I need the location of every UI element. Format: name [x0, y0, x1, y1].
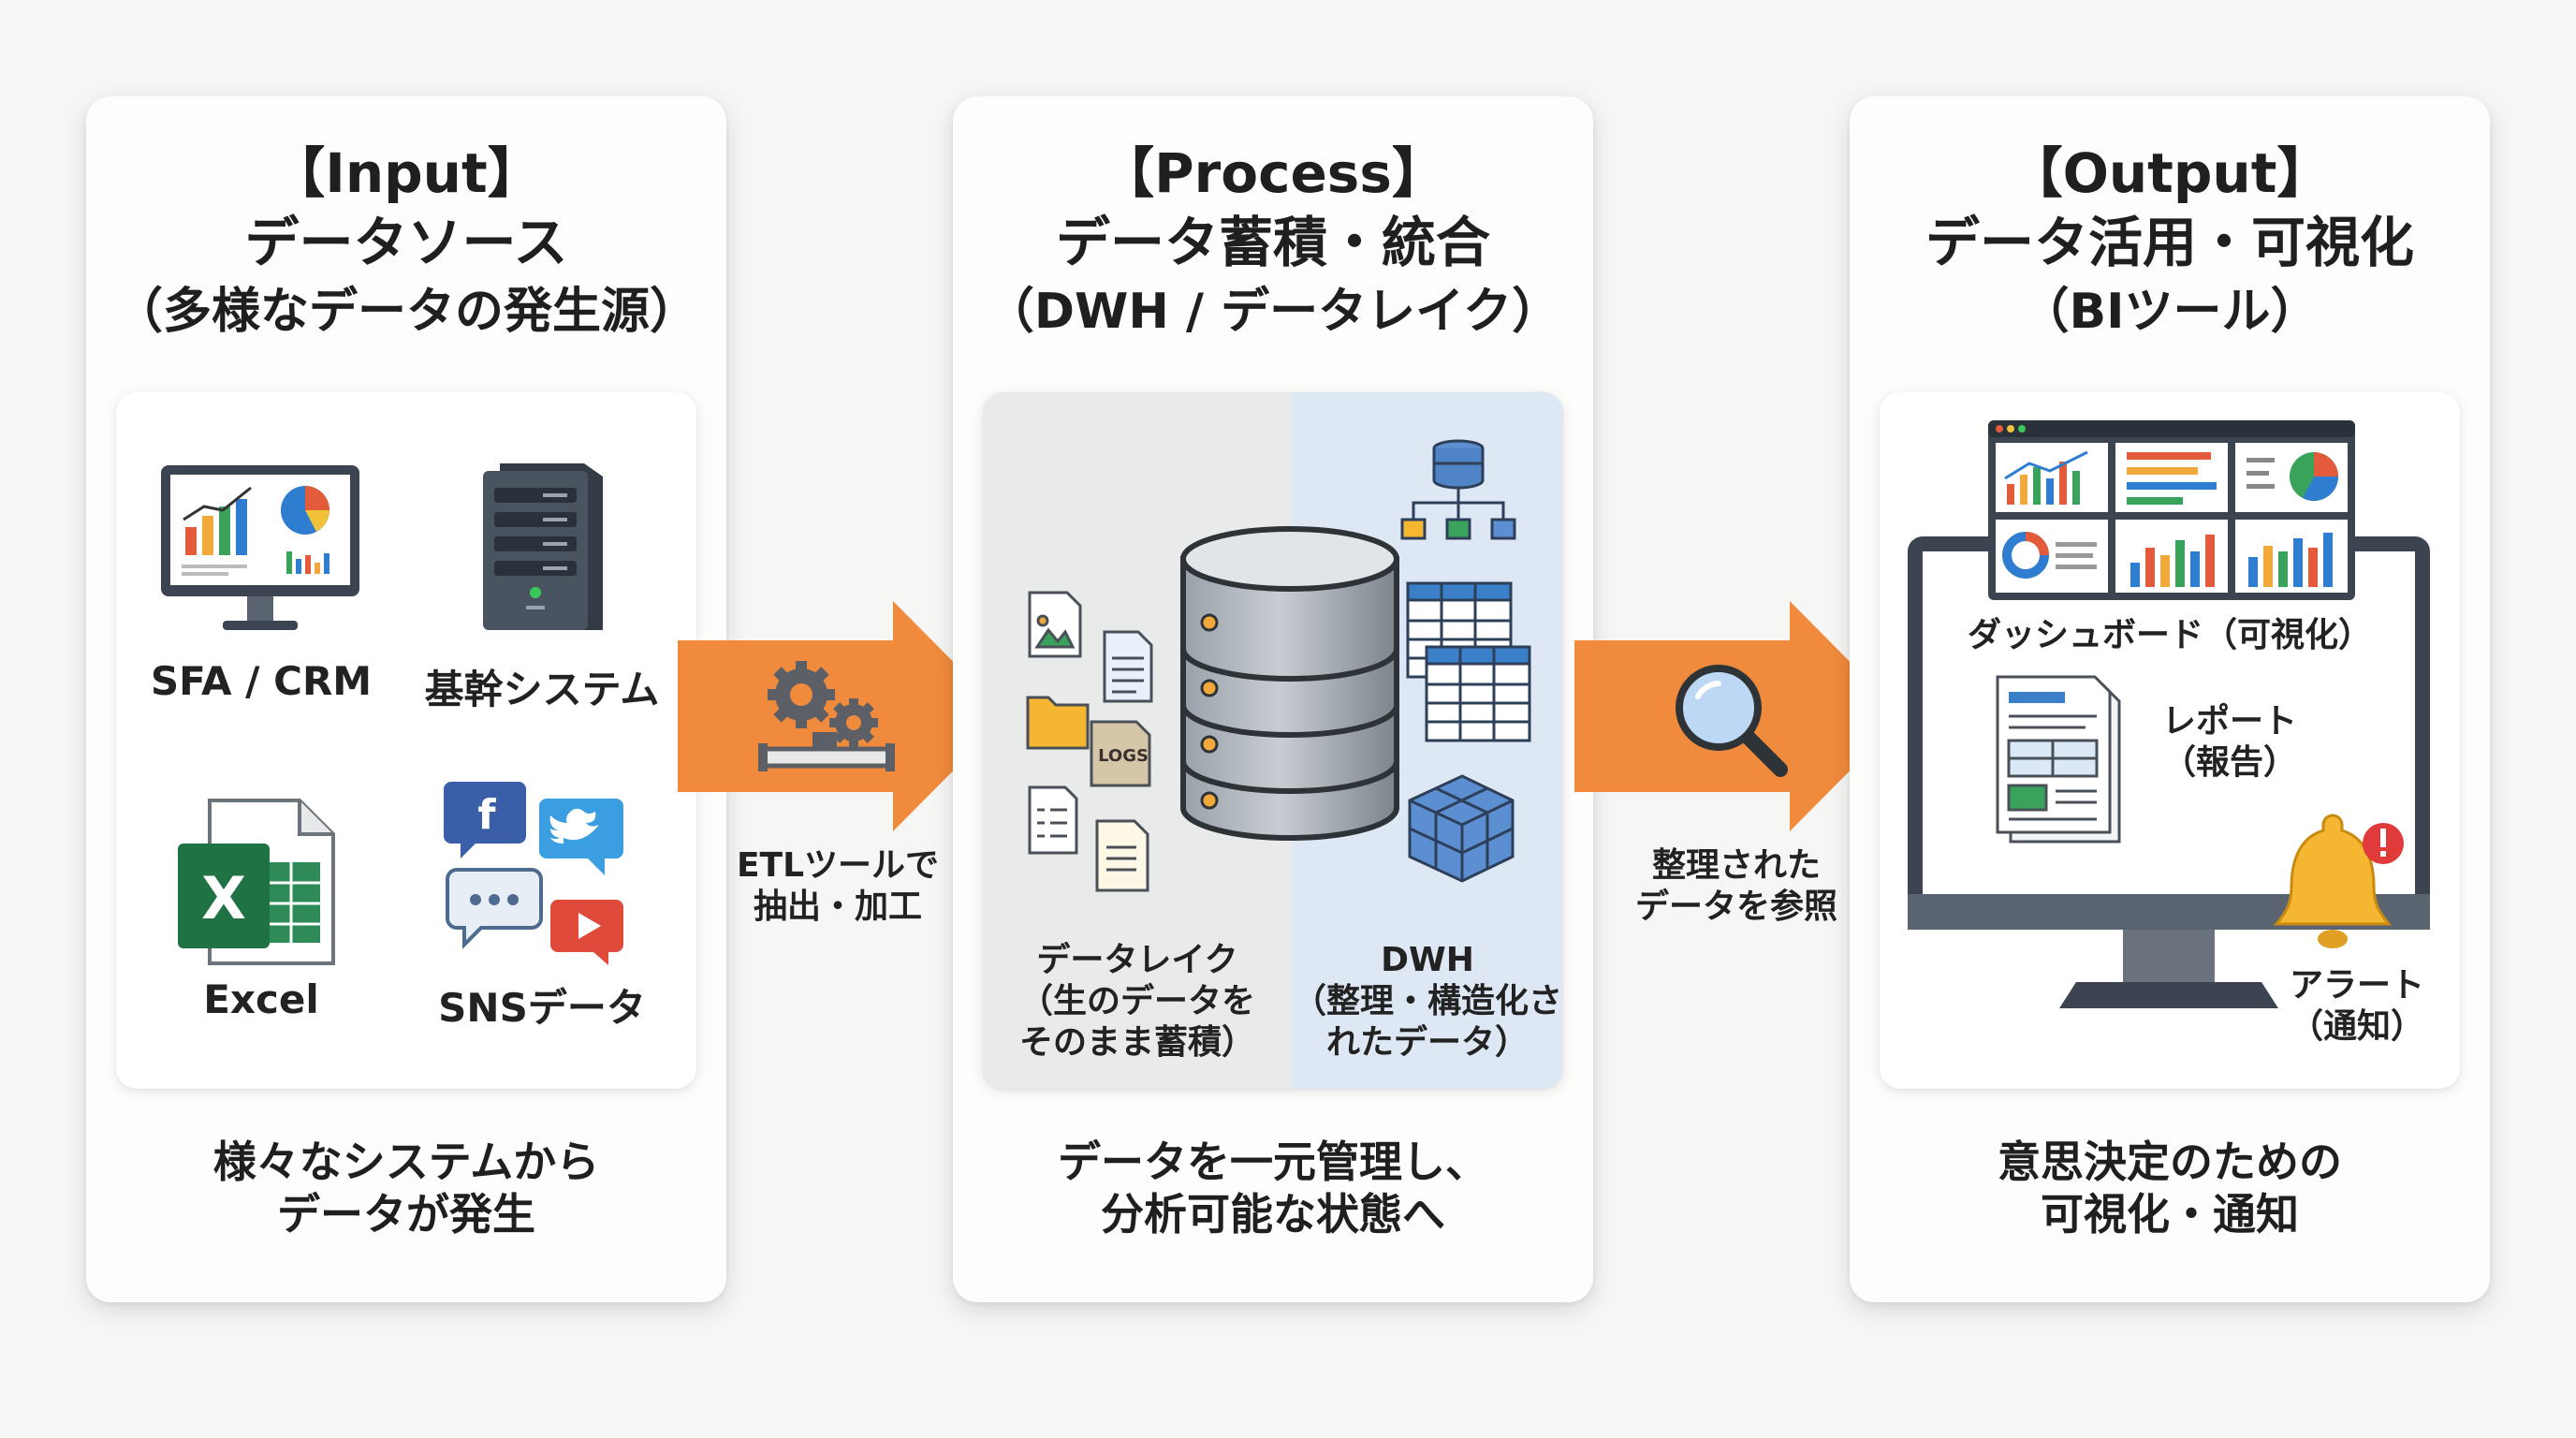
input-title-sub: （多様なデータの発生源）	[113, 284, 698, 340]
dwh-label: DWH （整理・構造化さ れたデータ）	[1292, 940, 1563, 1064]
bell-icon	[2273, 814, 2404, 948]
input-caption-line2: データが発生	[277, 1189, 535, 1240]
alert-line1: アラート	[2289, 966, 2424, 1005]
process-caption-line2: 分析可能な状態へ	[1101, 1189, 1445, 1240]
output-panel: 【Output】 データ活用・可視化 （BIツール）	[1850, 96, 2490, 1302]
source-label-sns: SNSデータ	[438, 985, 646, 1031]
source-label-core-system: 基幹システム	[424, 667, 660, 712]
alert-line2: （通知）	[2289, 1007, 2424, 1046]
process-title: 【Process】 データ蓄積・統合 （DWH / データレイク）	[953, 139, 1593, 346]
input-title-main: データソース	[244, 211, 568, 274]
magnifier-icon	[1676, 665, 1788, 777]
etl-label: ETLツールで 抽出・加工	[721, 845, 955, 928]
input-title: 【Input】 データソース （多様なデータの発生源）	[86, 139, 726, 346]
excel-icon: X	[178, 799, 335, 965]
data-lake-line3: そのまま蓄積）	[1018, 1023, 1255, 1062]
output-title-tag: 【Output】	[2008, 141, 2332, 205]
output-title-sub: （BIツール）	[2020, 284, 2320, 340]
source-label-excel: Excel	[203, 976, 319, 1022]
report-label: レポート （報告）	[2138, 701, 2321, 784]
reference-label: 整理された データを参照	[1624, 845, 1849, 928]
report-icon	[1996, 675, 2121, 844]
logs-tag: LOGS	[1098, 746, 1149, 766]
process-title-main: データ蓄積・統合	[1055, 211, 1490, 274]
process-title-sub: （DWH / データレイク）	[985, 284, 1561, 340]
dwh-line1: DWH	[1381, 941, 1474, 979]
database-icon	[1180, 526, 1399, 841]
output-caption-line2: 可視化・通知	[2041, 1189, 2299, 1240]
reference-label-line1: 整理された	[1651, 846, 1821, 885]
sns-icon: f	[444, 782, 623, 965]
etl-label-line2: 抽出・加工	[753, 888, 922, 926]
process-title-tag: 【Process】	[1100, 141, 1446, 205]
dashboard-charts-icon	[1988, 420, 2355, 600]
input-caption-line1: 様々なシステムから	[212, 1137, 600, 1187]
dwh-structured-icon	[1400, 439, 1531, 883]
reference-label-line2: データを参照	[1634, 888, 1837, 926]
output-title: 【Output】 データ活用・可視化 （BIツール）	[1850, 139, 2490, 346]
etl-label-line1: ETLツールで	[736, 846, 940, 885]
svg-text:f: f	[477, 791, 496, 839]
output-caption-line1: 意思決定のための	[1998, 1137, 2342, 1187]
raw-files-icon	[1026, 591, 1153, 892]
gears-pipe-icon	[758, 661, 895, 771]
process-panel: 【Process】 データ蓄積・統合 （DWH / データレイク）	[953, 96, 1593, 1302]
report-line2: （報告）	[2161, 743, 2297, 782]
report-line1: レポート	[2161, 702, 2297, 741]
input-caption: 様々なシステムから データが発生	[86, 1136, 726, 1240]
dwh-line2: （整理・構造化さ	[1292, 982, 1562, 1020]
input-sources-card: SFA / CRM 基幹システム X	[116, 392, 696, 1089]
svg-text:X: X	[201, 864, 246, 932]
server-icon	[483, 463, 603, 630]
process-caption-line1: データを一元管理し、	[1058, 1137, 1488, 1187]
dwh-line3: れたデータ）	[1325, 1023, 1529, 1062]
process-storage-card: LOGS	[983, 392, 1563, 1089]
source-label-sfa-crm: SFA / CRM	[150, 658, 373, 704]
monitor-chart-icon	[161, 465, 359, 630]
input-panel: 【Input】 データソース （多様なデータの発生源） SFA /	[86, 96, 726, 1302]
alert-label: アラート （通知）	[2263, 965, 2451, 1048]
process-caption: データを一元管理し、 分析可能な状態へ	[953, 1136, 1593, 1240]
output-bi-card: ダッシュボード（可視化） レポート （報告）	[1880, 392, 2460, 1089]
data-lake-line1: データレイク	[1036, 941, 1238, 979]
output-title-main: データ活用・可視化	[1925, 211, 2414, 274]
dashboard-label: ダッシュボード（可視化）	[1967, 616, 2372, 654]
data-lake-label: データレイク （生のデータを そのまま蓄積）	[983, 940, 1292, 1064]
input-title-tag: 【Input】	[271, 141, 542, 205]
data-lake-line2: （生のデータを	[1018, 982, 1255, 1020]
output-caption: 意思決定のための 可視化・通知	[1850, 1136, 2490, 1240]
